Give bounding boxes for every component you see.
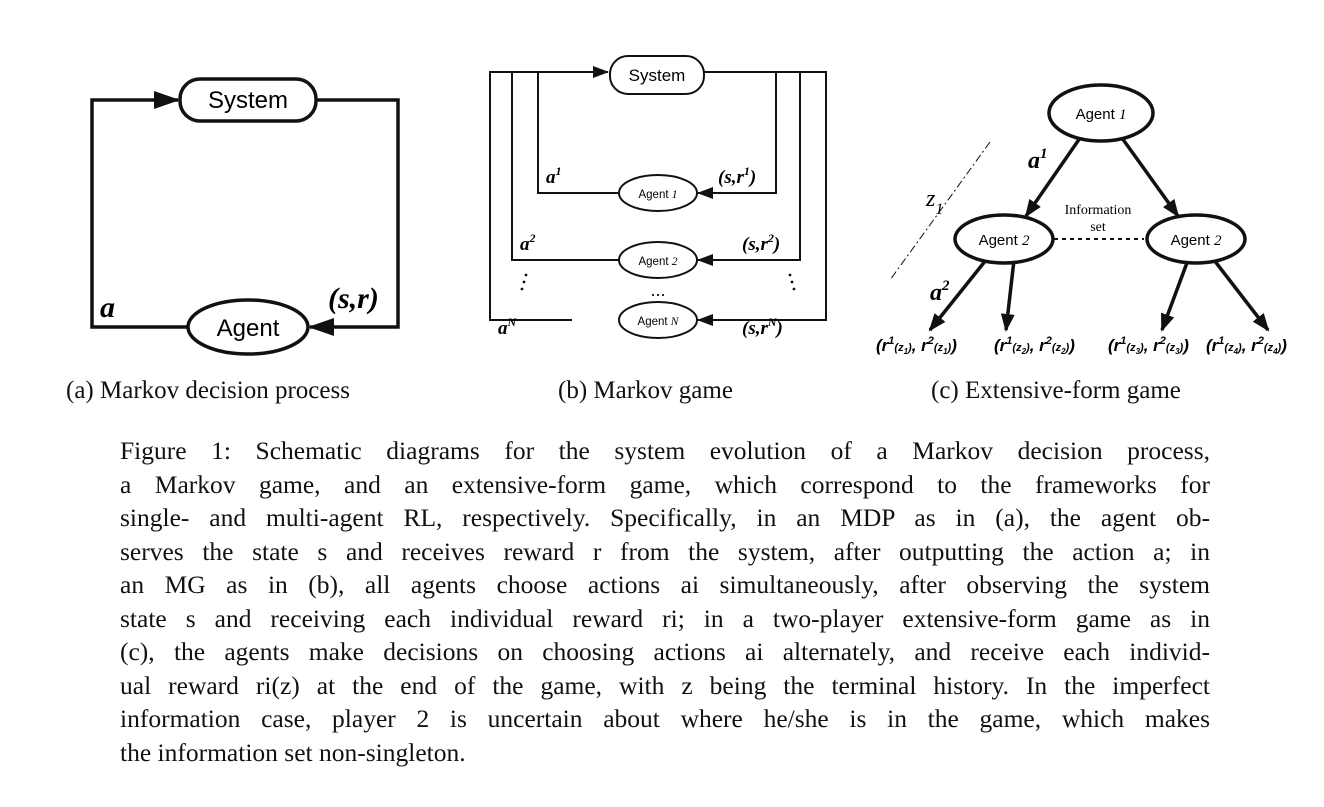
action-arrow xyxy=(90,91,188,329)
system-node xyxy=(609,55,705,95)
caption-line-7: (c), the agents make decisions on choosi… xyxy=(120,637,1210,666)
figure-caption: Figure 1: Schematic diagrams for the sys… xyxy=(120,434,1210,769)
obs-line-n xyxy=(697,71,827,326)
action-label: a xyxy=(100,291,115,324)
edge-root-left xyxy=(1024,137,1082,218)
action-line-n xyxy=(489,66,609,321)
system-label: System xyxy=(208,87,288,114)
caption-line-3: single- and multi-agent RL, respectively… xyxy=(120,503,1210,532)
system-label: System xyxy=(629,66,686,85)
panel-c-caption: (c) Extensive-form game xyxy=(931,377,1181,404)
edge-right-2 xyxy=(1212,258,1270,332)
caption-line-8: ual reward ri(z) at the end of the game,… xyxy=(120,670,1210,700)
obs-label-n: (s,rN) xyxy=(742,315,783,339)
obs-line-1 xyxy=(697,71,777,199)
obs-label-2: (s,r2) xyxy=(742,231,780,255)
action-label-2: a2 xyxy=(520,231,536,255)
caption-line-10: the information set non-singleton. xyxy=(120,737,466,767)
panel-a-caption: (a) Markov decision process xyxy=(66,377,350,404)
agent-node-2 xyxy=(618,241,698,279)
agent-label-n: Agent N xyxy=(638,316,680,328)
left-agent-node xyxy=(953,213,1055,265)
panel-b-diagram: System Agent 1 Agent 2 Agent N a1 a2 aN … xyxy=(489,55,827,339)
payoff-1: (r1(z1), r2(z1)) xyxy=(876,335,957,356)
edge-left-2 xyxy=(1000,259,1016,332)
history-line xyxy=(889,141,991,281)
caption-line-1: Figure 1: Schematic diagrams for the sys… xyxy=(120,436,1210,465)
vertical-dots-right xyxy=(788,273,796,291)
agent-label: Agent xyxy=(217,315,280,342)
action-label-2: a2 xyxy=(930,278,950,306)
caption-line-5: an MG as in (b), all agents choose actio… xyxy=(120,570,1210,599)
root-agent-label: Agent 1 xyxy=(1076,106,1127,123)
caption-line-2: a Markov game, and an extensive-form gam… xyxy=(120,469,1210,499)
information-set-label-2: set xyxy=(1090,220,1106,235)
payoff-2: (r1(z2), r2(z2)) xyxy=(994,335,1075,356)
edge-right-1 xyxy=(1160,259,1190,332)
edge-root-right xyxy=(1120,136,1180,218)
action-label-n: aN xyxy=(498,315,518,339)
agent-label-2: Agent 2 xyxy=(638,256,677,268)
action-line-1 xyxy=(537,72,620,194)
panel-c-diagram: z1 Agent 1 Agent 2 Agent 2 Information s… xyxy=(876,83,1287,356)
left-agent-label: Agent 2 xyxy=(979,232,1030,249)
root-agent-node xyxy=(1047,83,1155,143)
obs-line-2 xyxy=(697,71,801,266)
caption-line-4: serves the state s and receives reward r… xyxy=(120,536,1210,566)
right-agent-node xyxy=(1145,213,1247,265)
panel-a-diagram: System Agent a (s,r) xyxy=(90,77,400,356)
horizontal-ellipsis: ... xyxy=(650,280,665,300)
action-label-1: a1 xyxy=(546,164,562,188)
edge-left-1 xyxy=(928,258,988,332)
panel-b-caption: (b) Markov game xyxy=(558,377,733,404)
history-label: z1 xyxy=(925,186,943,218)
payoff-4: (r1(z4), r2(z4)) xyxy=(1206,335,1287,356)
right-agent-label: Agent 2 xyxy=(1171,232,1222,249)
observation-arrow xyxy=(308,98,400,336)
action-label-1: a1 xyxy=(1028,146,1048,174)
observation-label: (s,r) xyxy=(328,282,379,315)
agent-node-n xyxy=(618,301,698,339)
obs-label-1: (s,r1) xyxy=(718,164,756,188)
caption-line-9: information case, player 2 is uncertain … xyxy=(120,704,1210,733)
payoff-3: (r1(z3), r2(z3)) xyxy=(1108,335,1189,356)
information-set-label: Information xyxy=(1065,203,1132,218)
agent-label-1: Agent 1 xyxy=(638,189,677,201)
vertical-dots-left xyxy=(520,273,528,291)
action-line-2 xyxy=(511,72,620,261)
agent-node-1 xyxy=(618,174,698,212)
caption-line-6: state s and receiving each individual re… xyxy=(120,603,1210,633)
